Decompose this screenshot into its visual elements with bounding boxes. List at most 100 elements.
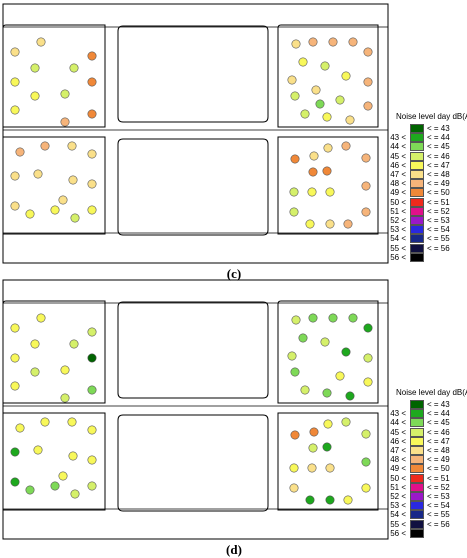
receiver-point (87, 385, 97, 395)
receiver-point (361, 207, 371, 217)
receiver-point (341, 347, 351, 357)
receiver-point (341, 141, 351, 151)
panel-label: (c) (226, 266, 242, 281)
receiver-point (361, 429, 371, 439)
legend-low-bound: 53 < (390, 225, 406, 235)
receiver-point (68, 175, 78, 185)
legend-high-bound: < = 52 (427, 482, 450, 492)
legend-entry: 53 < < = 54 (384, 225, 466, 235)
receiver-point (60, 89, 70, 99)
legend-swatch (410, 151, 424, 161)
receiver-point (363, 353, 373, 363)
receiver-point (289, 187, 299, 197)
legend-low-bound: 46 < (390, 436, 406, 446)
receiver-point (30, 367, 40, 377)
receiver-point (87, 109, 97, 119)
receiver-point (10, 323, 20, 333)
open-area (117, 301, 269, 399)
block-frame (2, 412, 106, 511)
legend-low-bound: 50 < (390, 197, 406, 207)
receiver-point (70, 213, 80, 223)
receiver-point (335, 371, 345, 381)
receiver-point (341, 417, 351, 427)
legend-low-bound: 47 < (390, 170, 406, 179)
legend-title: Noise level day dB(A) (396, 388, 467, 397)
panel-border (2, 3, 389, 264)
receiver-point (305, 219, 315, 229)
legend-low-bound: 44 < (390, 418, 406, 428)
legend-low-bound: 43 < (390, 409, 406, 419)
receiver-point (87, 51, 97, 61)
receiver-point (322, 388, 332, 398)
legend-high-bound: < = 44 (427, 133, 450, 143)
receiver-point (325, 463, 335, 473)
legend-high-bound: < = 48 (427, 170, 450, 179)
receiver-point (289, 483, 299, 493)
receiver-point (363, 47, 373, 57)
legend-entry: 56 < (384, 252, 466, 262)
receiver-point (290, 154, 300, 164)
receiver-point (70, 489, 80, 499)
receiver-point (363, 77, 373, 87)
legend-swatch (410, 446, 424, 455)
legend-high-bound: < = 51 (427, 197, 450, 207)
receiver-point (290, 91, 300, 101)
receiver-point (289, 463, 299, 473)
receiver-point (50, 481, 60, 491)
receiver-point (10, 381, 20, 391)
legend-low-bound: 49 < (390, 464, 406, 474)
receiver-point (289, 207, 299, 217)
legend-low-bound: 52 < (390, 492, 406, 501)
receiver-point (343, 219, 353, 229)
receiver-point (69, 339, 79, 349)
map-panel-2 (2, 280, 389, 540)
legend-low-bound: 47 < (390, 446, 406, 455)
legend-swatch (410, 252, 424, 262)
legend-low-bound: 51 < (390, 206, 406, 216)
receiver-point (307, 187, 317, 197)
legend-high-bound: < = 53 (427, 492, 450, 501)
receiver-point (322, 442, 332, 452)
receiver-point (291, 315, 301, 325)
legend-high-bound: < = 55 (427, 510, 450, 520)
legend-high-bound: < = 43 (427, 400, 450, 409)
receiver-point (348, 313, 358, 323)
legend-swatch (410, 225, 424, 235)
legend-swatch (410, 206, 424, 216)
legend-low-bound: 56 < (390, 252, 406, 262)
legend-high-bound: < = 54 (427, 225, 450, 235)
receiver-point (325, 219, 335, 229)
receiver-point (10, 171, 20, 181)
receiver-point (308, 313, 318, 323)
receiver-point (345, 115, 355, 125)
receiver-point (87, 205, 97, 215)
legend-entry: 52 << = 53 (384, 216, 466, 225)
legend-swatch (410, 400, 424, 409)
legend-high-bound: < = 55 (427, 234, 450, 244)
legend-swatch (410, 464, 424, 474)
legend-swatch (410, 427, 424, 437)
receiver-point (33, 445, 43, 455)
receiver-point (308, 443, 318, 453)
receiver-point (15, 423, 25, 433)
legend-swatch (410, 501, 424, 511)
legend-swatch (410, 124, 424, 133)
legend-swatch (410, 160, 424, 170)
legend-high-bound: < = 49 (427, 455, 450, 465)
block-frame (277, 300, 379, 404)
receiver-point (341, 71, 351, 81)
map-panel-1 (2, 3, 389, 264)
legend-high-bound: < = 46 (427, 427, 450, 437)
legend-swatch (410, 197, 424, 207)
receiver-point (323, 419, 333, 429)
legend-high-bound: < = 46 (427, 151, 450, 161)
receiver-point (287, 351, 297, 361)
legend-entry: 46 << = 47 (384, 160, 466, 170)
legend-entry: 47 << = 48 (384, 446, 466, 455)
legend-swatch (410, 492, 424, 501)
block-frame (277, 412, 379, 511)
legend-entry: 54 << = 55 (384, 510, 466, 520)
receiver-point (298, 333, 308, 343)
legend-low-bound: 48 < (390, 455, 406, 465)
legend-high-bound: < = 47 (427, 160, 450, 170)
